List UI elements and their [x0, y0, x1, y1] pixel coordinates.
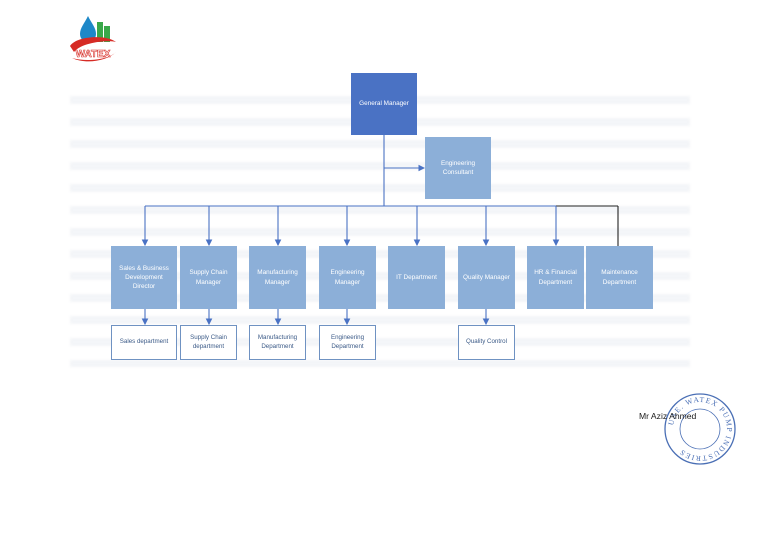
general-manager-label: General Manager — [359, 100, 409, 108]
dept-box-it: IT Department — [388, 246, 445, 309]
sub-box-sales: Sales department — [111, 325, 177, 360]
engineering-consultant-label: Engineering Consultant — [440, 159, 476, 176]
dept-box-sales: Sales & Business Development Director — [111, 246, 177, 309]
dept-label-sales: Sales & Business Development Director — [119, 264, 169, 291]
company-stamp: UAE. WATEX PUMP INDUSTRIES — [664, 393, 736, 465]
signatory-name: Mr Aziz Ahmed — [639, 411, 697, 421]
dept-box-manufacturing: Manufacturing Manager — [249, 246, 306, 309]
watex-logo: WATEX — [70, 16, 116, 62]
sub-label-sales: Sales department — [119, 338, 169, 345]
general-manager-box: General Manager — [351, 73, 417, 135]
sub-box-supply-chain: Supply Chain department — [180, 325, 237, 360]
sub-box-engineering: Engineering Department — [319, 325, 376, 360]
dept-box-engineering: Engineering Manager — [319, 246, 376, 309]
dept-label-hr-financial: HR & Financial Department — [534, 269, 577, 286]
dept-label-manufacturing: Manufacturing Manager — [257, 269, 298, 286]
dept-label-engineering: Engineering Manager — [330, 269, 365, 286]
dept-box-hr-financial: HR & Financial Department — [527, 246, 584, 309]
sub-label-manufacturing: Manufacturing Department — [257, 333, 298, 350]
dept-label-maintenance: Maintenance Department — [601, 269, 638, 286]
sub-label-quality: Quality Control — [466, 338, 507, 345]
svg-text:UAE. WATEX PUMP INDUSTRIES: UAE. WATEX PUMP INDUSTRIES — [666, 395, 734, 463]
stamp-text: UAE. WATEX PUMP INDUSTRIES — [666, 395, 733, 463]
sub-label-engineering: Engineering Department — [330, 333, 365, 350]
sub-box-quality: Quality Control — [458, 325, 515, 360]
dept-label-it: IT Department — [396, 273, 437, 281]
dept-box-supply-chain: Supply Chain Manager — [180, 246, 237, 309]
dept-label-supply-chain: Supply Chain Manager — [189, 269, 228, 286]
dept-box-maintenance: Maintenance Department — [586, 246, 653, 309]
dept-label-quality: Quality Manager — [463, 273, 510, 281]
sub-box-manufacturing: Manufacturing Department — [249, 325, 306, 360]
logo-text: WATEX — [76, 49, 111, 60]
engineering-consultant-box: Engineering Consultant — [425, 137, 491, 199]
sub-label-supply-chain: Supply Chain department — [190, 333, 227, 350]
dept-box-quality: Quality Manager — [458, 246, 515, 309]
